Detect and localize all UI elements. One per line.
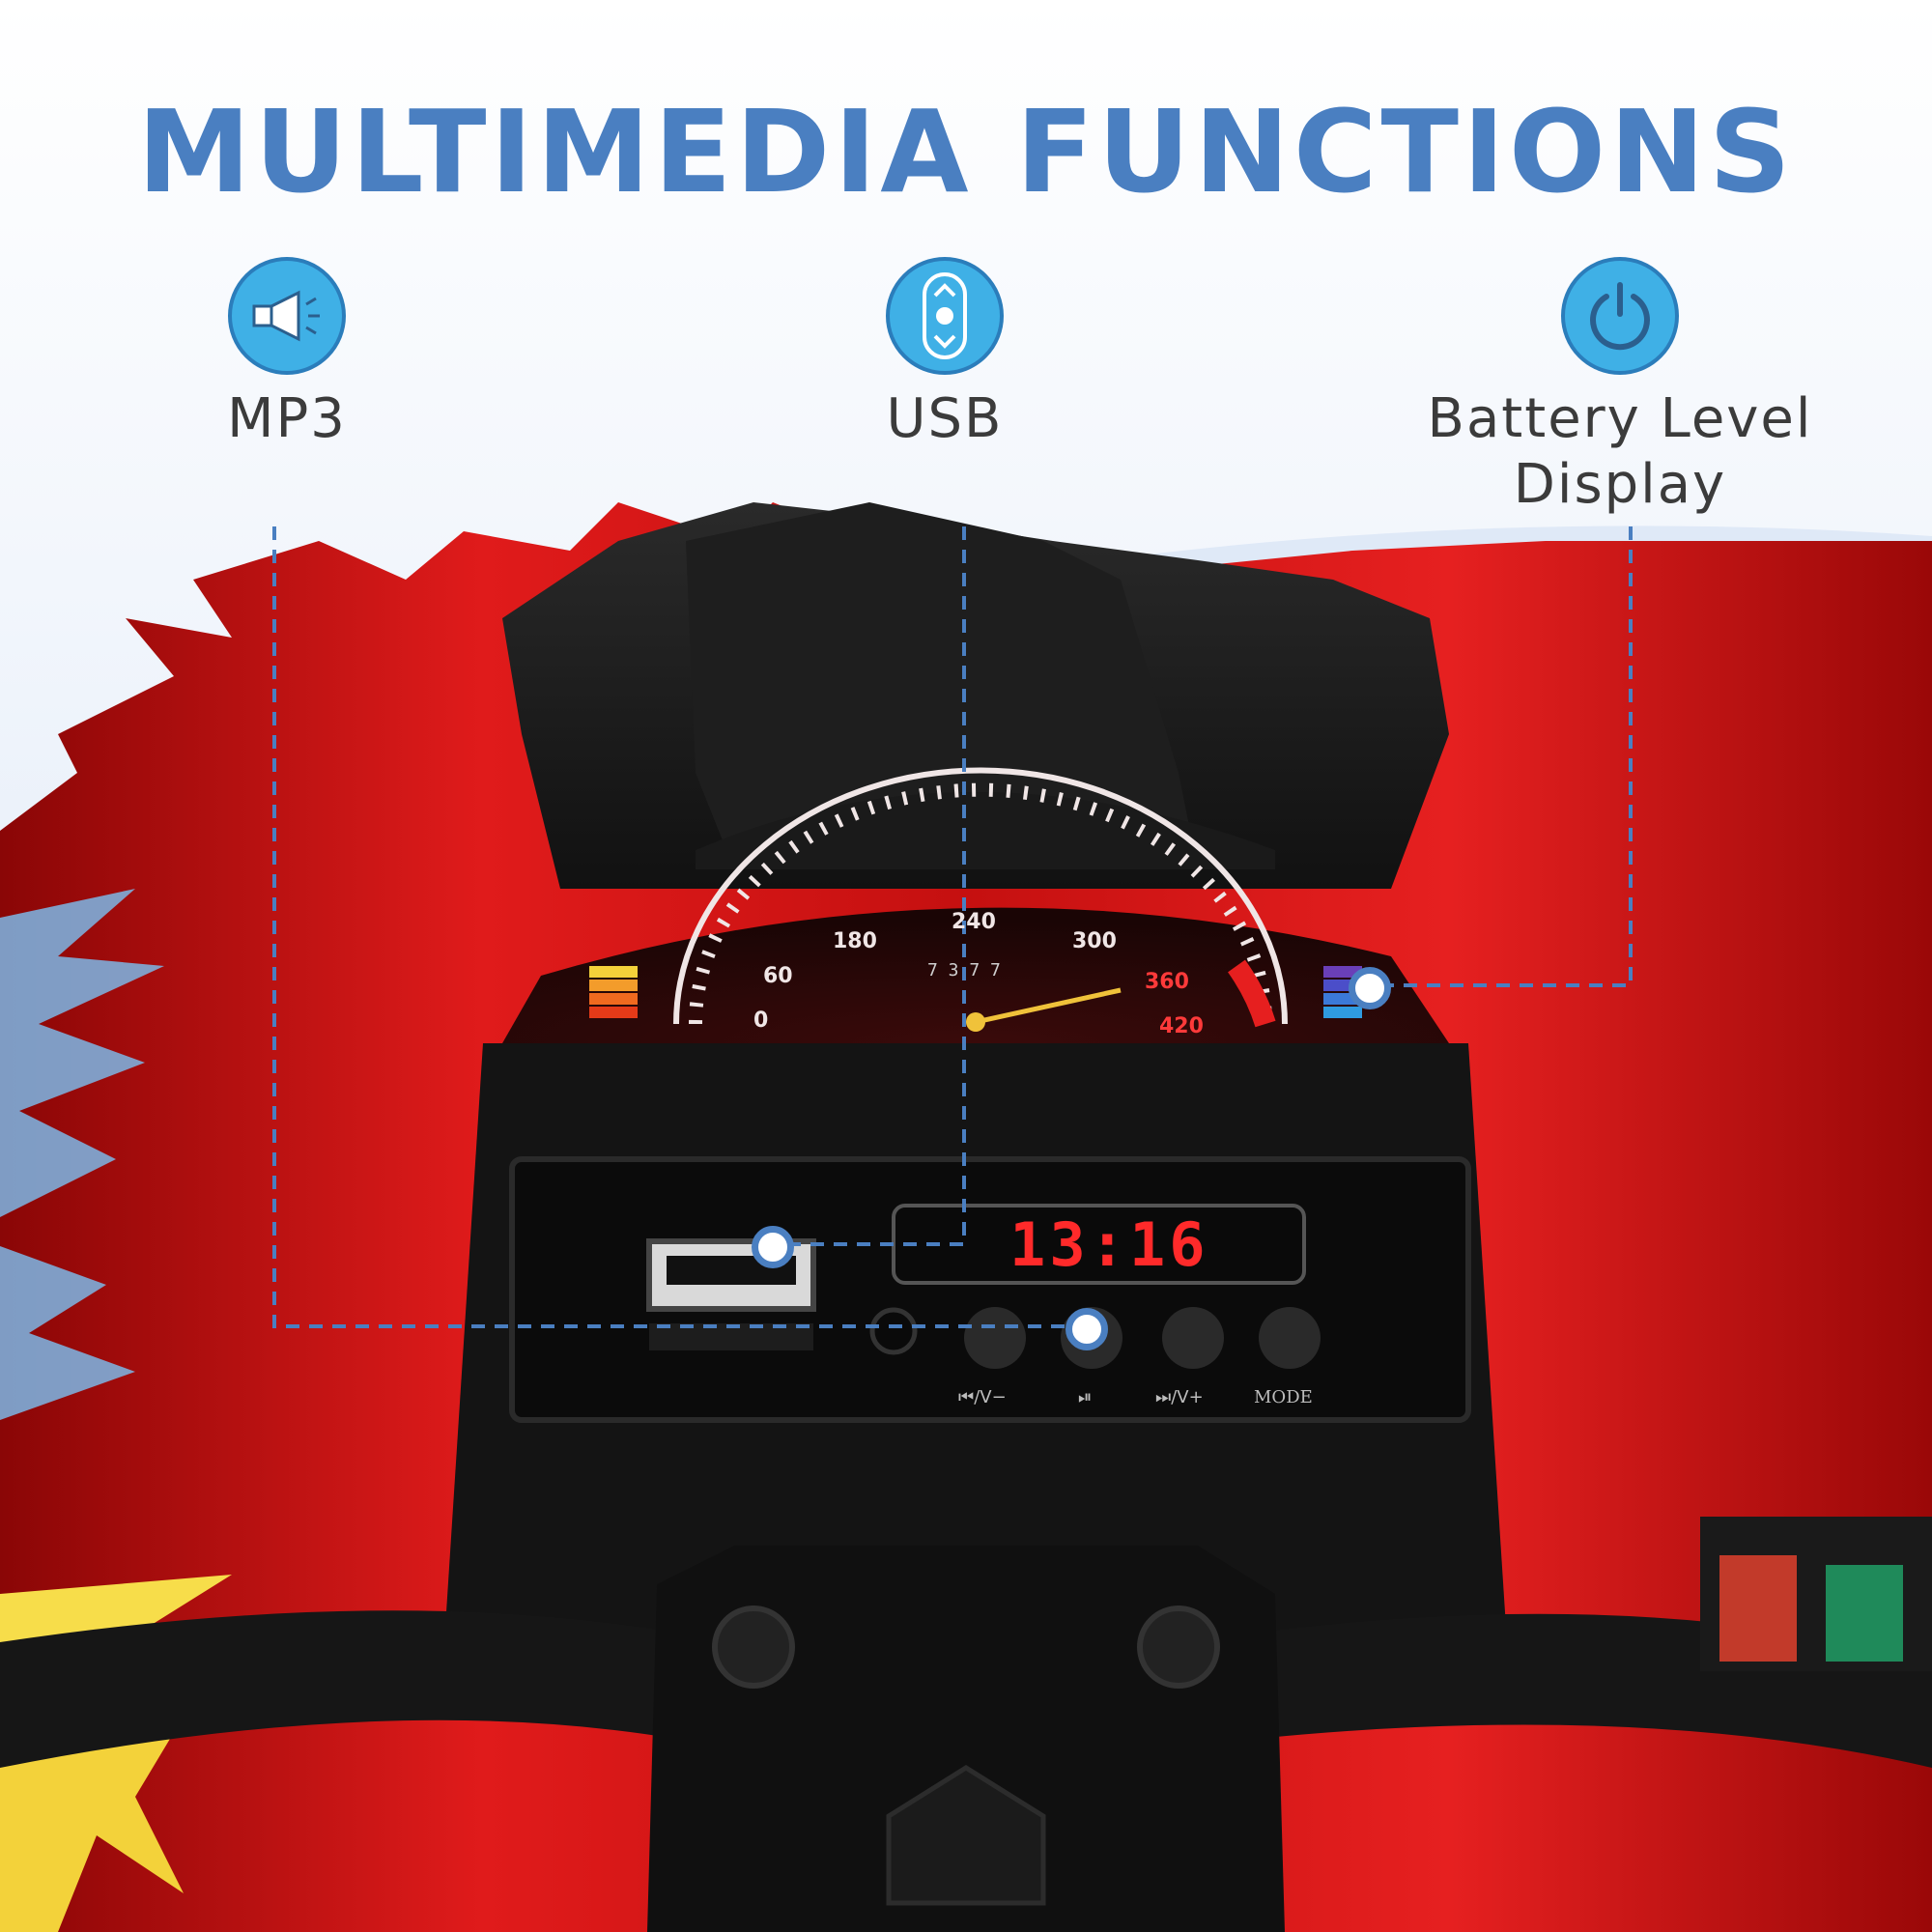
feature-label-battery-line2: Display [1513,453,1727,516]
feature-battery-display: Battery Level Display [1378,257,1861,518]
feature-label-usb: USB [886,387,1004,450]
feature-label-mp3: MP3 [227,387,347,450]
battery-hotspot[interactable] [1349,967,1391,1009]
usb-hotspot[interactable] [752,1226,794,1268]
speaker-icon [228,257,346,375]
feature-label-battery-line1: Battery Level [1427,387,1813,450]
gauge-needle [975,987,1122,1025]
feature-label-battery: Battery Level Display [1378,386,1861,518]
gauge-panel [502,907,1449,1043]
handlebar [0,1610,676,1768]
feature-usb: USB [703,257,1186,452]
page-title: MULTIMEDIA FUNCTIONS [137,85,1795,218]
scroll-arrows-icon [886,257,1004,375]
feature-mp3: MP3 [45,257,528,452]
mp3-hotspot[interactable] [1065,1308,1108,1350]
power-icon [1561,257,1679,375]
